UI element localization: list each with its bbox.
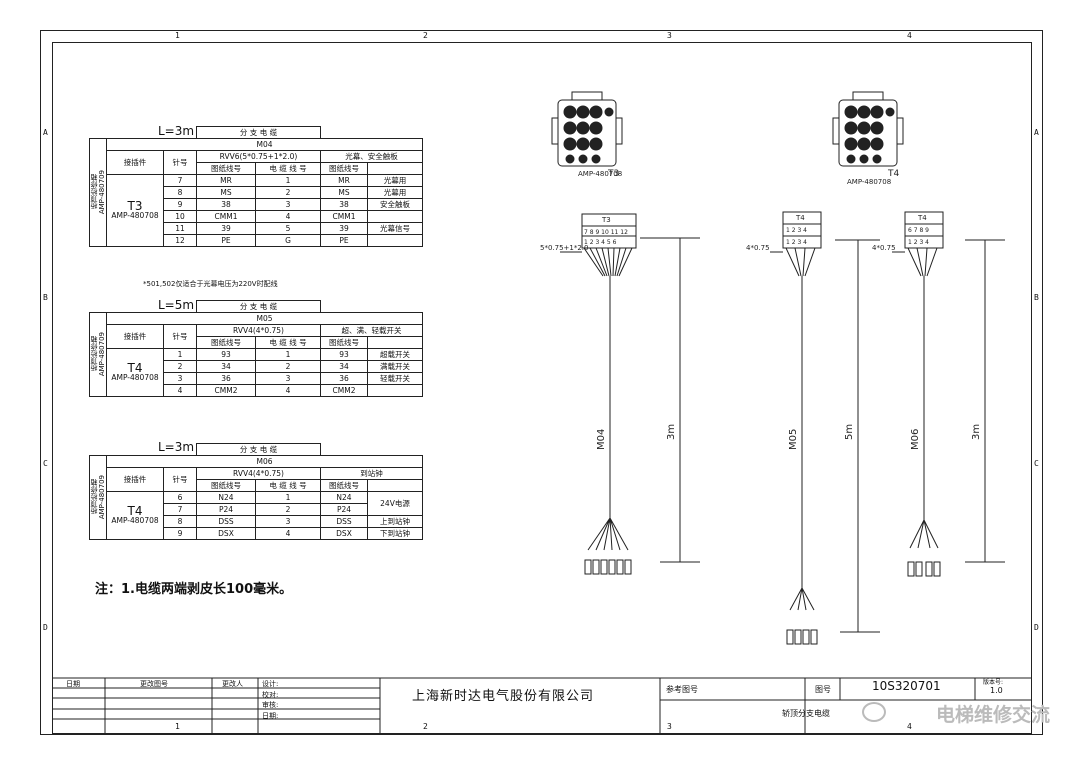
row-letter: D [43,623,48,632]
cable3-top: T4 [917,214,927,222]
tb-date2: 日期: [262,712,279,720]
col-number: 3 [667,31,672,40]
cable3-name: M06 [910,429,921,450]
col-number: 1 [175,722,180,731]
row-letter: B [43,293,48,302]
cable1-pins: 7 8 9 10 11 12 [584,229,628,236]
table-cell: DSX [196,527,256,540]
tb-check: 校对: [262,691,279,699]
col-number: 4 [907,31,912,40]
conn2-label: T4 [887,169,899,179]
title-block-lines [52,677,1032,734]
row-letter: A [43,128,48,137]
cable2-pins: 1 2 3 4 [786,227,807,234]
table2-header-target: 超、满、轻载开关 [320,324,423,337]
table-cell [367,234,423,247]
col-number: 1 [175,31,180,40]
conn1-label: T3 [607,169,619,179]
table1-footnote: *501,502仅适合于光幕电压为220V时配线 [143,280,278,288]
tb-version-label: 版本号: [983,679,1004,686]
cable1-spec: 5*0.75+1*2.0 [540,244,589,252]
table-cell [367,384,423,397]
cable3-length: 3m [971,424,982,440]
note: 注：1.电缆两端剥皮长100毫米。 [95,582,293,597]
cable-m06 [892,211,1005,577]
cable1-top: T3 [601,216,611,224]
cable1-name: M04 [596,429,607,450]
cable2-top: T4 [795,214,805,222]
drawing-frame-inner [52,42,1032,734]
cable2-spec: 4*0.75 [746,244,770,252]
cable3-pins: 6 7 8 9 [908,227,929,234]
table2-length: L=5m [158,298,195,312]
cable2-name: M05 [788,429,799,450]
connector-t3-icon [551,91,623,167]
row-letter: C [1034,459,1039,468]
cable1-length: 3m [666,424,677,440]
watermark: 电梯维修交流 [935,704,1050,726]
tb-drawing-title: 轿顶分支电缆 [782,709,830,718]
connector-t4-icon [832,91,904,167]
cable1-sub: 1 2 3 4 5 6 [584,239,617,246]
tb-version: 1.0 [990,686,1003,695]
row-letter: D [1034,623,1039,632]
cable3-spec: 4*0.75 [872,244,896,252]
table3-length: L=3m [158,440,195,454]
table1-length: L=3m [158,124,195,138]
col-number: 4 [907,722,912,731]
table3-header-connector: 接插件 [106,467,164,492]
tb-change-no: 更改图号 [140,680,168,688]
tb-drawing-no: 10S320701 [872,679,941,693]
table1-header-target: 光幕、安全触板 [320,150,423,163]
col-number: 2 [423,31,428,40]
cable2-length: 5m [844,424,855,440]
cable-m04 [560,213,700,575]
cable2-sub: 1 2 3 4 [786,239,807,246]
tb-date: 日期 [66,680,80,688]
table-cell: 4 [255,527,321,540]
tb-ref-drawing: 参考图号 [666,685,698,694]
drawing-frame-outer [40,30,1043,735]
row-letter: C [43,459,48,468]
tb-review: 审核: [262,701,279,709]
wechat-icon [862,702,886,722]
table-cell: 下到站钟 [367,527,423,540]
table-cell: 4 [163,384,197,397]
cable3-sub: 1 2 3 4 [908,239,929,246]
table-cell: 24V电源 [367,491,423,516]
table2-header-connector: 接插件 [106,324,164,349]
tb-design: 设计: [262,680,279,688]
table3-header-target: 到站钟 [320,467,423,480]
table-cell: 超载开关 [367,348,423,361]
cable-m05 [770,211,880,645]
table-cell: CMM2 [320,384,368,397]
table-cell: G [255,234,321,247]
company-name: 上海新时达电气股份有限公司 [412,689,595,704]
col-number: 3 [667,722,672,731]
row-letter: A [1034,128,1039,137]
tb-changed-by: 更改人 [222,680,243,688]
row-letter: B [1034,293,1039,302]
col-number: 2 [423,722,428,731]
tb-drawing-no-label: 图号 [815,685,831,694]
conn1-part: AMP-480708 [578,170,622,178]
conn2-part: AMP-480708 [847,178,891,186]
table-cell: PE [320,234,368,247]
